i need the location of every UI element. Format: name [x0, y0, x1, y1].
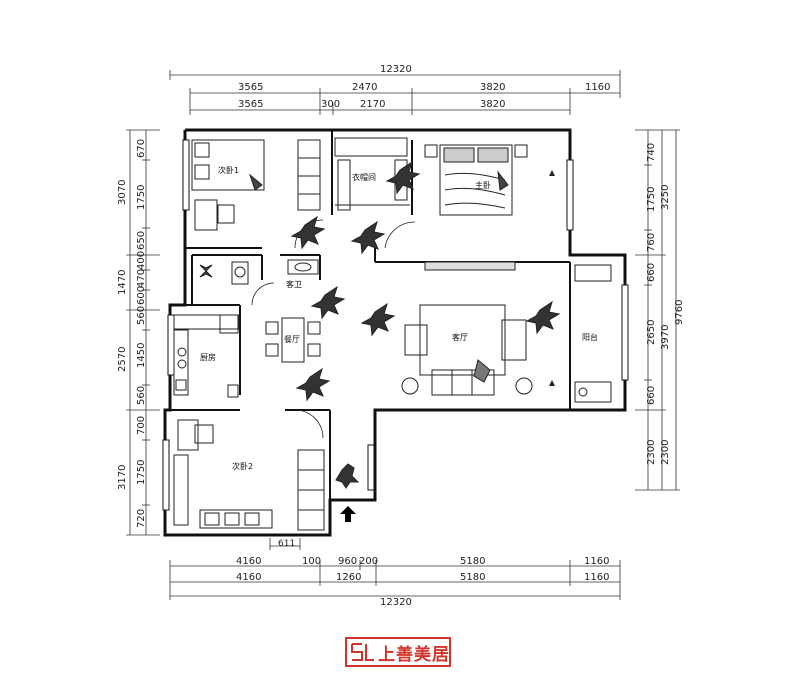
- top-dimensions: [169, 70, 621, 115]
- dim-right-in-5: 660: [646, 386, 657, 405]
- dim-left-2: 2570: [117, 347, 128, 372]
- dim-right-in-2: 760: [646, 233, 657, 252]
- dim-top-r2-0: 3565: [238, 99, 263, 110]
- wardrobe-icon: [297, 139, 321, 211]
- dim-left-in-2: 650: [136, 231, 147, 250]
- dim-top-r1-1: 2470: [352, 82, 377, 93]
- dim-right-in-0: 740: [646, 143, 657, 162]
- master-furniture: [424, 144, 528, 216]
- dim-bot-r1-4: 5180: [460, 556, 485, 567]
- dim-top-r2-3: 3820: [480, 99, 505, 110]
- dim-bot-r1-3: 200: [359, 556, 378, 567]
- dim-right-mid-1: 3970: [660, 325, 671, 350]
- bedroom2-furniture: [173, 419, 325, 531]
- dining-table-icon: [281, 317, 305, 363]
- dim-left-in-7: 1450: [136, 343, 147, 368]
- dim-left-in-10: 1750: [136, 460, 147, 485]
- plants: [290, 160, 561, 489]
- dim-right-total: 9760: [674, 300, 685, 325]
- dim-right-mid-2: 2300: [660, 440, 671, 465]
- room-label-dining: 餐厅: [284, 335, 300, 344]
- kitchen-furniture: [173, 314, 240, 398]
- dim-left-in-1: 1750: [136, 185, 147, 210]
- dim-right-in-1: 1750: [646, 187, 657, 212]
- dining-furniture: [265, 317, 321, 363]
- dim-left-in-11: 720: [136, 509, 147, 528]
- room-label-closet: 衣帽间: [352, 172, 376, 182]
- dim-right-in-6: 2300: [646, 440, 657, 465]
- dim-detail: 611: [278, 539, 295, 549]
- room-label-bedroom1: 次卧1: [218, 165, 239, 175]
- dim-left-in-5: 600: [136, 286, 147, 305]
- dim-right-mid-0: 3250: [660, 185, 671, 210]
- bedroom1-furniture: [191, 139, 321, 231]
- right-dimensions: [635, 129, 680, 491]
- dim-left-in-0: 670: [136, 139, 147, 158]
- dim-left-1: 1470: [117, 270, 128, 295]
- room-label-kitchen: 厨房: [200, 352, 216, 362]
- sofa-icon: [431, 369, 495, 396]
- dim-bot-r2-3: 1160: [584, 572, 609, 583]
- living-furniture: [401, 261, 533, 396]
- dim-left-in-8: 560: [136, 386, 147, 405]
- brand-name: 上善美居: [378, 645, 450, 665]
- walls: [163, 128, 627, 537]
- sink-icon: [287, 259, 319, 275]
- dim-bot-r1-1: 100: [302, 556, 321, 567]
- dim-bot-total: 12320: [380, 597, 412, 608]
- bath-furniture: [199, 259, 319, 285]
- room-label-master: 主卧: [475, 180, 491, 190]
- room-label-guest-bath: 客卫: [286, 279, 302, 289]
- bed-icon: [439, 144, 513, 216]
- dim-left-in-4: 470: [136, 269, 147, 288]
- bed-icon: [191, 139, 265, 191]
- dim-bot-r2-0: 4160: [236, 572, 261, 583]
- dim-top-r2-2: 2170: [360, 99, 385, 110]
- dim-left-in-3: 400: [136, 251, 147, 270]
- dim-right-in-4: 2650: [646, 320, 657, 345]
- dim-top-r1-3: 1160: [585, 82, 610, 93]
- doors: [251, 219, 416, 439]
- armchair-icon: [501, 319, 527, 361]
- dim-bot-r2-1: 1260: [336, 572, 361, 583]
- dim-left-0: 3070: [117, 180, 128, 205]
- dim-left-3: 3170: [117, 465, 128, 490]
- closet-furniture: [334, 137, 410, 211]
- dim-bot-r1-2: 960: [338, 556, 357, 567]
- room-label-bedroom2: 次卧2: [232, 461, 253, 471]
- dim-left-in-9: 700: [136, 416, 147, 435]
- dim-top-r2-1: 300: [321, 99, 340, 110]
- balcony-furniture: [574, 264, 612, 403]
- dim-right-in-3: 660: [646, 263, 657, 282]
- toilet-icon: [231, 261, 249, 285]
- armchair-icon: [404, 324, 428, 356]
- brand-logo-icon: [345, 637, 451, 667]
- dim-bot-r1-5: 1160: [584, 556, 609, 567]
- room-label-balcony: 阳台: [582, 332, 598, 342]
- dim-top-total: 12320: [380, 64, 412, 75]
- entrance-arrow-icon: [340, 506, 356, 522]
- dim-top-r1-0: 3565: [238, 82, 263, 93]
- arrow-markers: [549, 170, 555, 386]
- bottom-dimensions: [169, 538, 621, 600]
- dim-top-r1-2: 3820: [480, 82, 505, 93]
- left-dimensions: [126, 129, 160, 536]
- dim-bot-r1-0: 4160: [236, 556, 261, 567]
- rug: [419, 304, 506, 376]
- dim-left-in-6: 560: [136, 306, 147, 325]
- room-label-living: 客厅: [452, 332, 468, 342]
- dim-bot-r2-2: 5180: [460, 572, 485, 583]
